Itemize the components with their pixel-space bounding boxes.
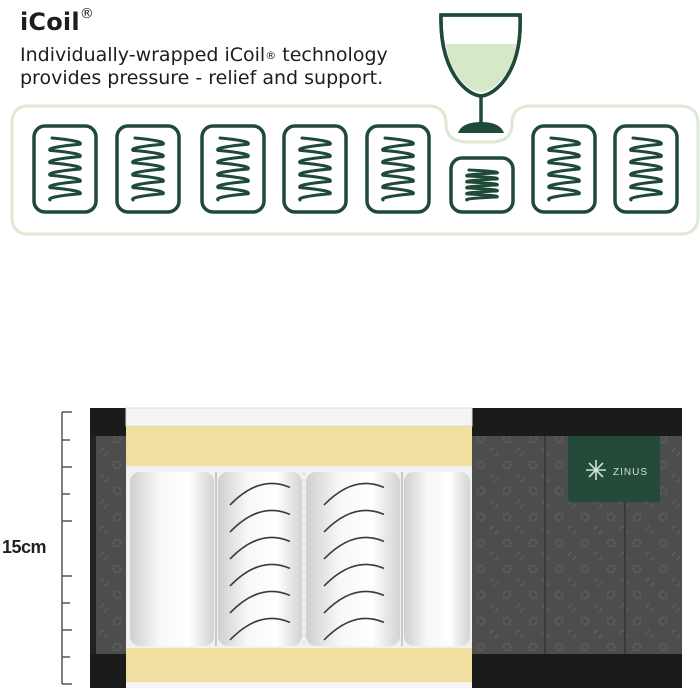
- coil-icon: [531, 124, 597, 214]
- description-registered-mark: ®: [265, 49, 277, 62]
- coil-icon: [613, 124, 679, 214]
- coil-illustration: [10, 13, 700, 236]
- zinus-logo-icon: [586, 460, 606, 480]
- pocket-coils: [130, 472, 470, 646]
- coil-icon: [449, 156, 515, 214]
- coil-icon: [115, 124, 181, 214]
- spring: [323, 482, 385, 641]
- coil-icon: [282, 124, 348, 214]
- coil-icon: [365, 124, 431, 214]
- top-foam-layer: [126, 426, 472, 466]
- coil-row: [32, 124, 679, 214]
- page-title: iCoil®: [20, 6, 94, 36]
- wine-glass-icon: [439, 13, 522, 133]
- coil-icon: [200, 124, 266, 214]
- visible-springs: [229, 482, 385, 641]
- spring: [229, 482, 291, 641]
- ruler-icon: [61, 411, 72, 685]
- coil-frame-outline: [10, 104, 700, 236]
- bottom-foam-layer: [126, 648, 472, 682]
- description-line-1: Individually-wrapped iCoil® technology: [20, 44, 388, 67]
- brand-name: ZINUS: [613, 467, 648, 478]
- description-line-1-a: Individually-wrapped iCoil: [20, 44, 266, 66]
- title-registered-mark: ®: [79, 6, 94, 22]
- description-line-2: provides pressure - relief and support.: [20, 67, 384, 89]
- description-line-1-b: technology: [276, 44, 388, 66]
- title-text: iCoil: [20, 8, 80, 36]
- brand-tag: ZINUS: [568, 436, 660, 502]
- mattress-cross-section: ZINUS: [61, 407, 682, 688]
- coil-icon: [32, 124, 98, 214]
- description: Individually-wrapped iCoil® technology p…: [20, 44, 388, 90]
- left-side-fabric: [96, 436, 126, 654]
- top-cover: [125, 407, 473, 427]
- height-label: 15cm: [2, 537, 47, 557]
